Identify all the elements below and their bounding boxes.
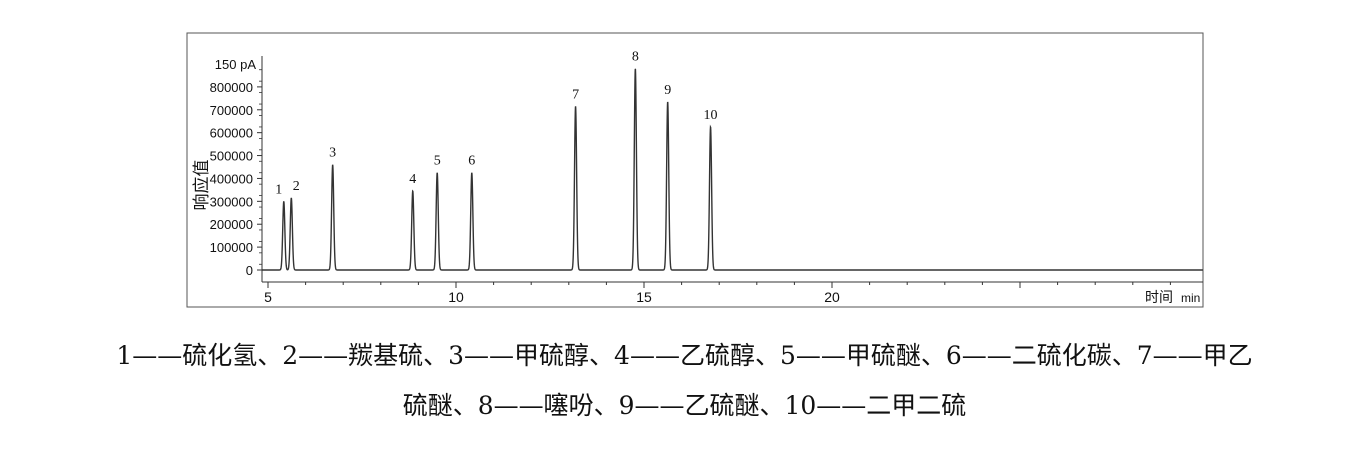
chart-frame: [186, 32, 1204, 308]
y-ticks: 0 100000 200000 300000 400000 500000 600000 700…: [210, 69, 262, 278]
x-tick-label: 15: [636, 289, 652, 305]
x-tick-label: 10: [448, 289, 464, 305]
peak-label: 2: [293, 179, 300, 194]
x-axis-unit: min: [1181, 291, 1200, 305]
y-tick-label: 0: [246, 263, 253, 278]
peak-label: 8: [632, 50, 639, 65]
figure-caption-line-1: 1——硫化氢、2——羰基硫、3——甲硫醇、4——乙硫醇、5——甲硫醚、6——二硫…: [116, 341, 1253, 370]
figure-caption-line-2: 硫醚、8——噻吩、9——乙硫醚、10——二甲二硫: [402, 391, 967, 420]
y-axis-label: 响应值: [192, 160, 212, 211]
y-tick-label: 200000: [210, 217, 253, 232]
peak-label: 10: [704, 108, 718, 123]
peak-label: 5: [434, 154, 441, 169]
peak-label: 9: [664, 83, 671, 98]
y-tick-label: 500000: [210, 149, 253, 164]
y-tick-label: 600000: [210, 126, 253, 141]
y-tick-label: 100000: [210, 240, 253, 255]
x-tick-label: 5: [264, 289, 272, 305]
x-tick-label: 20: [824, 289, 840, 305]
chromatogram-chart: 150 pA 响应值 0 100000 200000 300000 400000 5000…: [186, 32, 1204, 308]
chromatogram-trace: [262, 68, 1203, 271]
peak-label: 7: [572, 87, 579, 102]
peak-label: 3: [329, 146, 336, 161]
x-axis-label: 时间: [1145, 290, 1173, 306]
peak-label: 1: [275, 182, 282, 197]
y-unit-label: 150 pA: [215, 57, 257, 72]
y-tick-label: 700000: [210, 103, 253, 118]
y-tick-label: 800000: [210, 80, 253, 95]
peak-label: 4: [409, 172, 416, 187]
y-tick-label: 300000: [210, 194, 253, 209]
x-ticks: 5 10 15 20: [264, 282, 1171, 305]
peak-label: 6: [468, 154, 475, 169]
y-tick-label: 400000: [210, 171, 253, 186]
